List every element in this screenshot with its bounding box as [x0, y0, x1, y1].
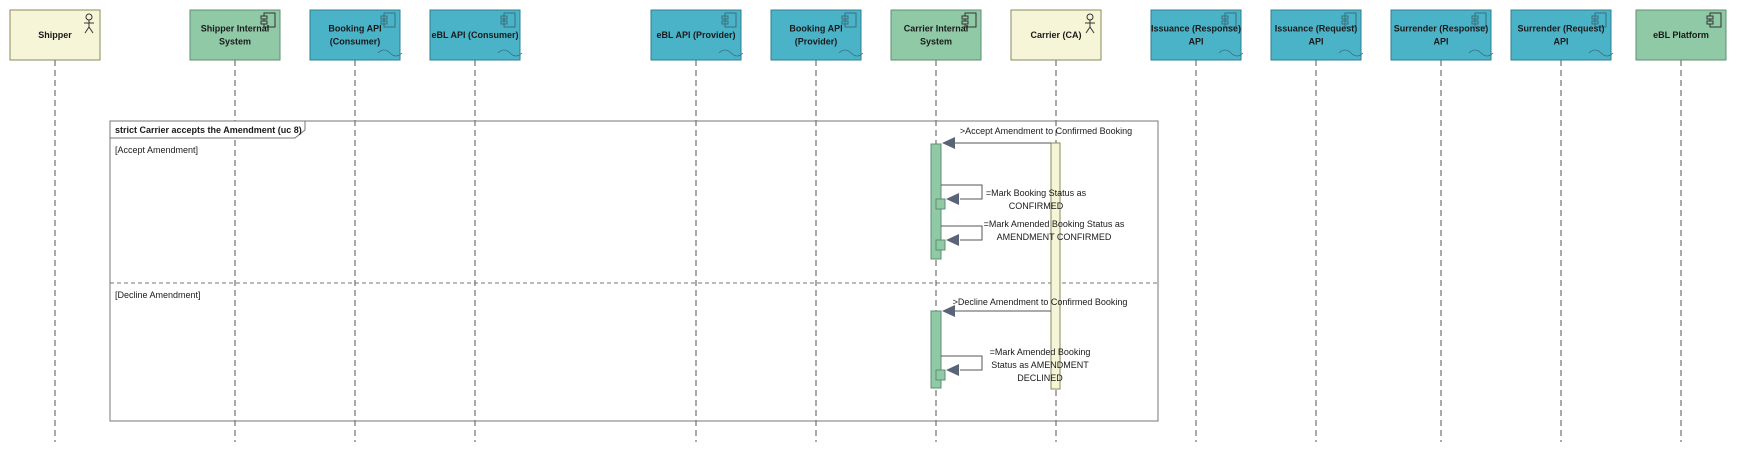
- message-label-mark-confirmed-1: =Mark Booking Status as: [986, 188, 1087, 198]
- lifeline-name: Shipper Internal: [201, 24, 270, 34]
- lifeline-name: Issuance (Request): [1275, 24, 1358, 34]
- component-icon: [1588, 12, 1614, 57]
- lifeline-name: System: [920, 37, 952, 47]
- lifeline-name: API: [1553, 37, 1568, 47]
- fragment-frame: [109, 120, 1159, 422]
- lifeline-name: Carrier (CA): [1030, 30, 1081, 40]
- message-label-decline-amendment: >Decline Amendment to Confirmed Booking: [953, 297, 1128, 307]
- self-activation-1: [935, 198, 946, 210]
- lifeline-ebl-api-consumer: eBL API (Consumer): [429, 9, 523, 442]
- component-icon: [260, 12, 276, 28]
- lifeline-header-box[interactable]: [770, 9, 862, 61]
- lifeline-header-box[interactable]: [429, 9, 521, 61]
- lifeline-name: Booking API: [328, 24, 381, 34]
- component-icon: [718, 12, 744, 57]
- lifeline-header-box[interactable]: [1150, 9, 1242, 61]
- lifeline-ebl-api-provider: eBL API (Provider): [650, 9, 744, 442]
- component-icon: [1468, 12, 1494, 57]
- lifeline-name: Issuance (Response): [1151, 24, 1241, 34]
- activation-carrier-internal-decline: [930, 310, 942, 389]
- message-label-mark-amendment-declined-1: =Mark Amended Booking: [990, 347, 1091, 357]
- arrowhead-mark-confirmed: [946, 193, 959, 205]
- message-label-mark-amendment-confirmed-2: AMENDMENT CONFIRMED: [997, 232, 1112, 242]
- message-layer: >Accept Amendment to Confirmed Booking =…: [941, 126, 1132, 383]
- lifeline-name: eBL API (Provider): [656, 30, 735, 40]
- lifeline-name: Booking API: [789, 24, 842, 34]
- lifeline-header-box[interactable]: [1010, 9, 1102, 61]
- activation-layer: [930, 142, 1061, 390]
- lifeline-name: (Consumer): [330, 37, 381, 47]
- lifeline-header-box[interactable]: [1390, 9, 1492, 61]
- operand-guard-accept: [Accept Amendment]: [115, 145, 198, 155]
- component-icon: [377, 12, 403, 57]
- message-label-accept-amendment: >Accept Amendment to Confirmed Booking: [960, 126, 1132, 136]
- lifeline-issuance-request-api: Issuance (Request) API: [1270, 9, 1364, 442]
- self-activation-3: [935, 369, 946, 381]
- lifeline-surrender-response-api: Surrender (Response) API: [1390, 9, 1494, 442]
- lifeline-name: Carrier Internal: [904, 24, 969, 34]
- lifeline-name: API: [1308, 37, 1323, 47]
- self-message-mark-confirmed: [941, 184, 983, 200]
- lifeline-name: API: [1188, 37, 1203, 47]
- self-message-mark-amendment-confirmed: [941, 225, 983, 241]
- component-icon: [497, 12, 523, 57]
- lifeline-booking-api-provider: Booking API (Provider): [770, 9, 864, 442]
- lifeline-name: Surrender (Response): [1394, 24, 1489, 34]
- lifeline-name: System: [219, 37, 251, 47]
- component-icon: [838, 12, 864, 57]
- lifeline-name: eBL Platform: [1653, 30, 1709, 40]
- actor-icon: [1085, 13, 1095, 34]
- lifeline-carrier-ca: Carrier (CA): [1010, 9, 1102, 442]
- lifeline-shipper: Shipper: [9, 9, 101, 442]
- arrowhead-mark-amendment-confirmed: [946, 234, 959, 246]
- lifeline-ebl-platform: eBL Platform: [1635, 9, 1727, 442]
- component-icon: [1218, 12, 1244, 57]
- message-label-mark-confirmed-2: CONFIRMED: [1009, 201, 1064, 211]
- fragment-title-tab: [109, 120, 306, 139]
- message-label-mark-amendment-confirmed-1: =Mark Amended Booking Status as: [984, 219, 1125, 229]
- message-label-mark-amendment-declined-3: DECLINED: [1017, 373, 1063, 383]
- self-activation-2: [935, 239, 946, 251]
- fragment-title: strict Carrier accepts the Amendment (uc…: [115, 125, 302, 135]
- lifeline-surrender-request-api: Surrender (Request) API: [1510, 9, 1614, 442]
- arrowhead-accept-amendment: [942, 137, 955, 149]
- component-icon: [1706, 12, 1722, 28]
- component-icon: [1338, 12, 1364, 57]
- lifeline-name: eBL API (Consumer): [431, 30, 518, 40]
- operand-guard-decline: [Decline Amendment]: [115, 290, 201, 300]
- lifeline-booking-api-consumer: Booking API (Consumer): [309, 9, 403, 442]
- lifeline-name: (Provider): [795, 37, 838, 47]
- lifeline-header-box[interactable]: [9, 9, 101, 61]
- lifeline-header-box[interactable]: [309, 9, 401, 61]
- lifeline-name: Surrender (Request): [1517, 24, 1604, 34]
- combined-fragment: strict Carrier accepts the Amendment (uc…: [109, 120, 1159, 422]
- lifeline-header-box[interactable]: [1510, 9, 1612, 61]
- component-icon: [961, 12, 977, 28]
- lifeline-header-box[interactable]: [1270, 9, 1362, 61]
- lifeline-header-box[interactable]: [650, 9, 742, 61]
- arrowhead-mark-amendment-declined: [946, 364, 959, 376]
- actor-icon: [84, 13, 94, 34]
- arrowhead-decline-amendment: [942, 305, 955, 317]
- lifeline-name: API: [1433, 37, 1448, 47]
- self-message-mark-amendment-declined: [941, 355, 983, 371]
- lifeline-name: Shipper: [38, 30, 72, 40]
- activation-carrier-ca: [1050, 142, 1061, 390]
- message-label-mark-amendment-declined-2: Status as AMENDMENT: [991, 360, 1089, 370]
- lifeline-issuance-response-api: Issuance (Response) API: [1150, 9, 1244, 442]
